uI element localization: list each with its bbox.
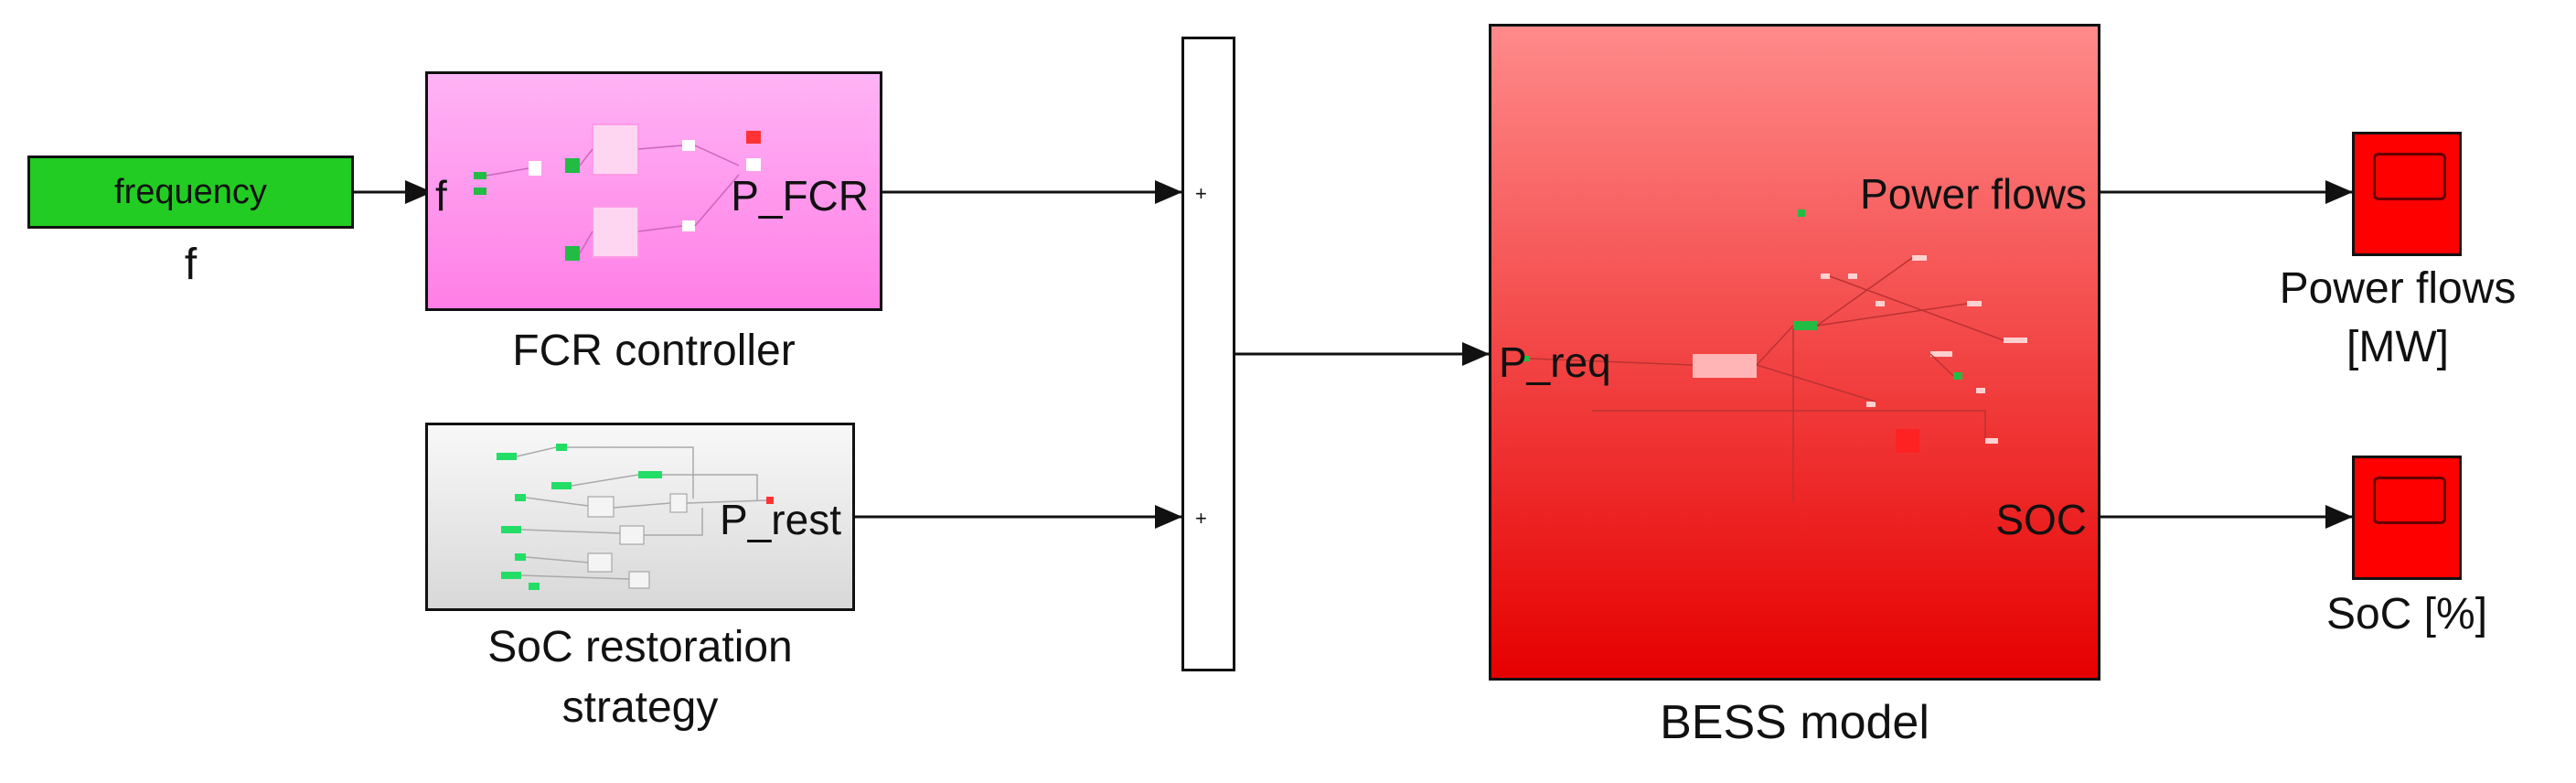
sum-sign-1: +: [1195, 182, 1207, 205]
fcr-in-port: f: [435, 172, 447, 220]
bess-model-label: BESS model: [1660, 696, 1929, 749]
bess-inner-diagram: [1521, 209, 2027, 502]
scope-screen-icon: [2373, 477, 2446, 524]
bess-in-port: P_req: [1499, 338, 1611, 386]
scope-soc-label: SoC [%]: [2325, 590, 2488, 638]
scope-soc-block[interactable]: [2352, 456, 2462, 580]
fcr-out-port: P_FCR: [731, 172, 869, 220]
bess-out-port-power: Power flows: [1860, 170, 2087, 218]
frequency-block[interactable]: frequency: [27, 156, 354, 229]
soc-restoration-block[interactable]: P_rest: [425, 423, 855, 611]
scope-power-flows-label-line1: Power flows: [2279, 264, 2517, 313]
sum-sign-2: +: [1195, 507, 1207, 530]
bess-out-port-soc: SOC: [1995, 496, 2087, 543]
soc-restoration-label-line1: SoC restoration: [487, 623, 793, 671]
soc-restoration-inner-diagram: [497, 444, 774, 590]
frequency-block-text: frequency: [114, 172, 267, 211]
frequency-block-label: f: [184, 241, 198, 289]
fcr-inner-diagram: [474, 123, 761, 261]
bess-model-block[interactable]: P_req Power flows SOC: [1489, 24, 2100, 681]
soc-restoration-out-port: P_rest: [720, 496, 841, 543]
sum-block[interactable]: + +: [1181, 37, 1235, 671]
fcr-controller-label: FCR controller: [512, 327, 796, 375]
scope-screen-icon: [2373, 153, 2446, 200]
scope-power-flows-block[interactable]: [2352, 132, 2462, 256]
fcr-controller-block[interactable]: f P_FCR: [425, 71, 882, 311]
soc-restoration-label-line2: strategy: [561, 683, 719, 732]
scope-power-flows-label-line2: [MW]: [2346, 323, 2449, 371]
